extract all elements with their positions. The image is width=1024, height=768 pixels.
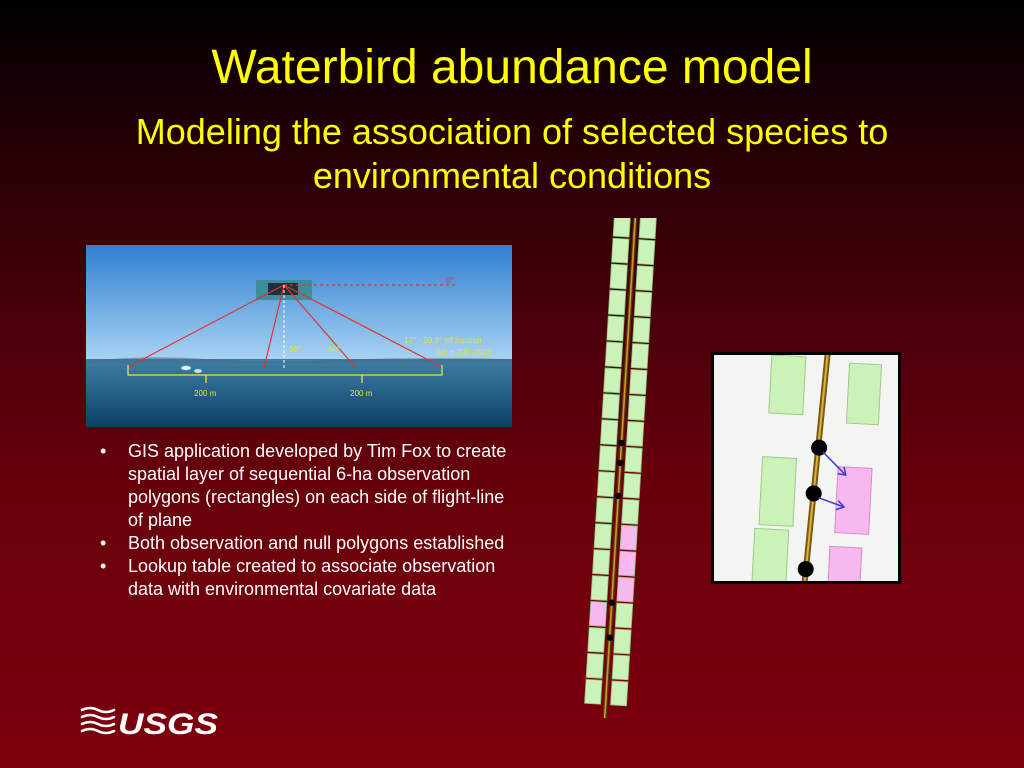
observation-polygon [604, 341, 624, 368]
observation-polygon [598, 445, 617, 472]
usgs-logo: USGS [80, 706, 218, 740]
observation-polygon [625, 420, 645, 447]
bullet-item: Lookup table created to associate observ… [100, 555, 520, 601]
photo-label-90: 90° [289, 345, 301, 354]
observation-polygon [584, 678, 603, 705]
observation-polygon [592, 549, 611, 575]
observation-polygon [588, 601, 608, 627]
zoom-inset-map [751, 355, 883, 581]
usgs-wave-icon [80, 706, 116, 735]
observation-polygon [600, 419, 619, 446]
observation-polygon [610, 680, 629, 707]
observation-polygon [632, 317, 651, 343]
observation-point [608, 599, 615, 606]
observation-polygon [619, 524, 638, 551]
bullet-item: Both observation and null polygons estab… [100, 532, 520, 555]
bullet-item: GIS application developed by Tim Fox to … [100, 440, 520, 532]
bullet-list: GIS application developed by Tim Fox to … [100, 440, 520, 601]
observation-polygon [595, 497, 614, 524]
observation-polygon [624, 446, 643, 473]
observation-polygon [593, 523, 612, 549]
observation-polygon [614, 602, 634, 629]
observation-polygon [596, 471, 616, 498]
observation-polygon [633, 291, 653, 317]
photo-label-right-dist: 200 m [350, 389, 373, 398]
observation-point [606, 634, 613, 641]
usgs-logo-text: USGS [118, 708, 218, 740]
zoom-inset [711, 352, 901, 584]
observation-point [618, 439, 625, 447]
observation-polygon [609, 263, 628, 290]
observation-polygon [613, 628, 632, 655]
observation-polygon [606, 315, 625, 342]
observation-polygon [637, 239, 656, 266]
photo-label-60: 60° [328, 345, 340, 354]
survey-photo: 0° 90° 60° 17° - 20.9° off horizon (alt … [86, 245, 512, 427]
observation-polygon [611, 654, 630, 681]
observation-polygon [638, 218, 657, 240]
observation-polygon [603, 367, 622, 394]
observation-polygon [618, 550, 637, 577]
observation-polygon [585, 652, 605, 679]
observation-polygon [612, 218, 632, 238]
photo-label-horizon-1: 17° - 20.9° off horizon [404, 336, 481, 345]
slide-subtitle: Modeling the association of selected spe… [135, 111, 889, 196]
observation-polygon [607, 289, 627, 316]
observation-polygon [616, 576, 635, 603]
observation-polygon [635, 265, 654, 292]
photo-label-left-dist: 200 m [194, 389, 217, 398]
observation-polygon [630, 343, 650, 369]
observation-polygon [622, 472, 642, 499]
photo-label-horizon-2: (alt = 200'-250') [436, 348, 492, 357]
slide-title: Waterbird abundance model [211, 41, 813, 94]
observation-polygon [627, 395, 646, 421]
observation-polygon [611, 237, 630, 264]
observation-polygon [629, 369, 648, 395]
observation-polygon [601, 393, 620, 420]
flight-line-strip [584, 218, 657, 718]
observation-point [615, 492, 622, 500]
observation-polygon [587, 626, 606, 653]
observation-point [617, 459, 624, 467]
observation-polygon [621, 498, 640, 525]
observation-polygon [590, 575, 609, 601]
photo-label-0: 0° [446, 276, 454, 285]
